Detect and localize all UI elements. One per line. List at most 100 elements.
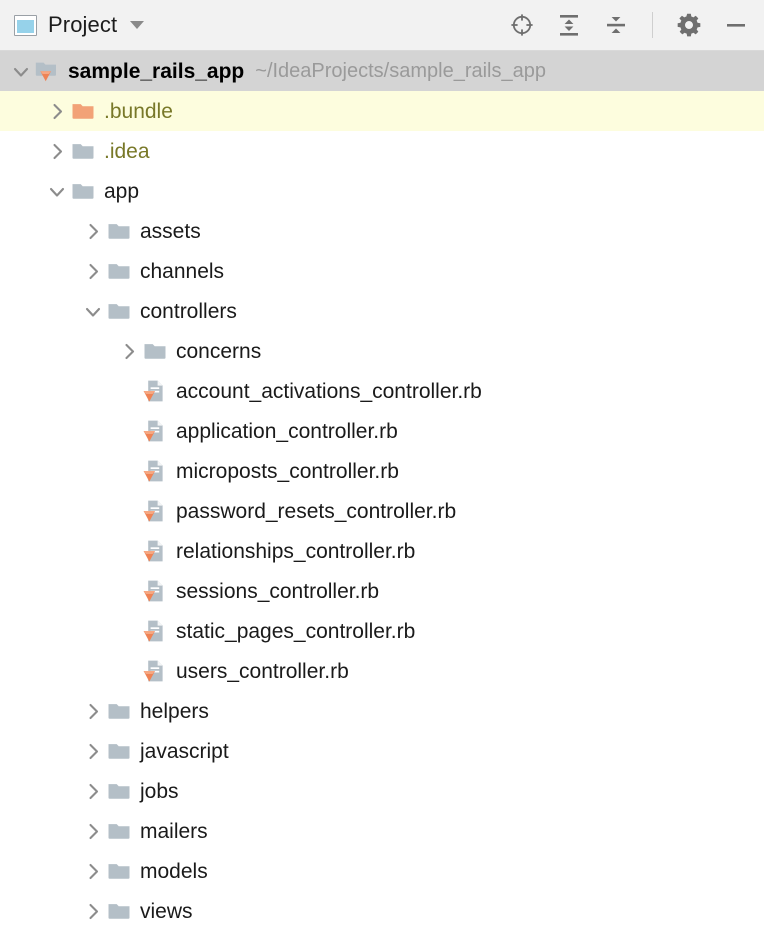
tree-row-label: channels [140,259,225,283]
twisty-spacer [116,651,142,691]
project-tool-window-header: Project [0,0,764,51]
tree-row-models[interactable]: models [0,851,764,891]
tree-row-bundle[interactable]: .bundle [0,91,764,131]
tree-row-relationships_controller[interactable]: relationships_controller.rb [0,531,764,571]
chevron-right-icon[interactable] [80,211,106,251]
tree-row-concerns[interactable]: concerns [0,331,764,371]
tree-row-label: models [140,859,208,883]
tree-row-path: ~/IdeaProjects/sample_rails_app [255,60,546,82]
project-tree[interactable]: sample_rails_app~/IdeaProjects/sample_ra… [0,51,764,936]
tree-row-label: app [104,179,140,203]
tree-row-views[interactable]: views [0,891,764,931]
folder-icon [106,778,132,804]
ruby-file-icon [142,498,168,524]
ruby-file-icon [142,618,168,644]
tree-row-sessions_controller[interactable]: sessions_controller.rb [0,571,764,611]
chevron-right-icon[interactable] [80,691,106,731]
folder-icon [106,858,132,884]
folder-icon [106,898,132,924]
ruby-file-icon [142,458,168,484]
twisty-spacer [116,451,142,491]
chevron-down-icon[interactable] [80,291,106,331]
tree-row-label: microposts_controller.rb [176,459,399,483]
folder-icon [106,258,132,284]
toolbar-divider [652,12,653,38]
tree-row-helpers[interactable]: helpers [0,691,764,731]
tree-row-idea[interactable]: .idea [0,131,764,171]
tool-window-title: Project [48,12,118,37]
tree-row-label: application_controller.rb [176,419,398,443]
tree-row-label: static_pages_controller.rb [176,619,416,643]
tree-row-label: .bundle [104,99,173,123]
folder-icon [106,298,132,324]
tree-row-microposts_controller[interactable]: microposts_controller.rb [0,451,764,491]
tree-row-label: account_activations_controller.rb [176,379,482,403]
tree-row-static_pages_controller[interactable]: static_pages_controller.rb [0,611,764,651]
tree-row-label: views [140,899,193,923]
chevron-right-icon[interactable] [80,251,106,291]
folder-icon [106,698,132,724]
tree-row-label: javascript [140,739,229,763]
tree-row-assets[interactable]: assets [0,211,764,251]
folder-orange-icon [70,98,96,124]
folder-icon [106,738,132,764]
chevron-down-icon[interactable] [44,171,70,211]
tree-row-account_activations_controller[interactable]: account_activations_controller.rb [0,371,764,411]
twisty-spacer [116,411,142,451]
select-opened-file-button[interactable] [508,11,536,39]
tree-row-javascript[interactable]: javascript [0,731,764,771]
chevron-right-icon[interactable] [44,91,70,131]
project-window-icon [14,14,37,36]
project-view-selector[interactable]: Project [14,12,145,38]
collapse-all-button[interactable] [602,11,630,39]
chevron-right-icon[interactable] [80,891,106,931]
tree-row-password_resets_controller[interactable]: password_resets_controller.rb [0,491,764,531]
chevron-right-icon[interactable] [80,731,106,771]
ruby-file-icon [142,378,168,404]
chevron-down-icon[interactable] [8,51,34,91]
tree-row-application_controller[interactable]: application_controller.rb [0,411,764,451]
tree-row-app[interactable]: app [0,171,764,211]
tree-row-label: mailers [140,819,208,843]
chevron-right-icon[interactable] [80,771,106,811]
tree-row-controllers[interactable]: controllers [0,291,764,331]
folder-icon [106,218,132,244]
tree-row-label: sessions_controller.rb [176,579,380,603]
hide-button[interactable] [722,11,750,39]
header-toolbar [508,11,750,39]
tree-row-label: concerns [176,339,262,363]
chevron-right-icon[interactable] [80,851,106,891]
tree-row-label: jobs [140,779,179,803]
chevron-right-icon[interactable] [80,811,106,851]
tree-row-label: .idea [104,139,150,163]
twisty-spacer [116,371,142,411]
folder-icon [106,818,132,844]
chevron-right-icon[interactable] [116,331,142,371]
expand-all-button[interactable] [555,11,583,39]
settings-button[interactable] [675,11,703,39]
tree-row-jobs[interactable]: jobs [0,771,764,811]
folder-icon [70,178,96,204]
tree-row-label: controllers [140,299,237,323]
ruby-file-icon [142,418,168,444]
twisty-spacer [116,571,142,611]
tree-row-label: helpers [140,699,209,723]
twisty-spacer [116,491,142,531]
twisty-spacer [116,531,142,571]
tree-row-channels[interactable]: channels [0,251,764,291]
tree-row-users_controller[interactable]: users_controller.rb [0,651,764,691]
folder-icon [70,138,96,164]
ruby-file-icon [142,538,168,564]
ruby-project-folder-icon [34,58,60,84]
chevron-down-icon[interactable] [130,21,145,29]
tree-row-mailers[interactable]: mailers [0,811,764,851]
tree-row-label: password_resets_controller.rb [176,499,457,523]
ruby-file-icon [142,578,168,604]
tree-row-sample_rails_app[interactable]: sample_rails_app~/IdeaProjects/sample_ra… [0,51,764,91]
chevron-right-icon[interactable] [44,131,70,171]
tree-row-label: assets [140,219,201,243]
twisty-spacer [116,611,142,651]
ruby-file-icon [142,658,168,684]
tree-row-label: relationships_controller.rb [176,539,416,563]
folder-icon [142,338,168,364]
